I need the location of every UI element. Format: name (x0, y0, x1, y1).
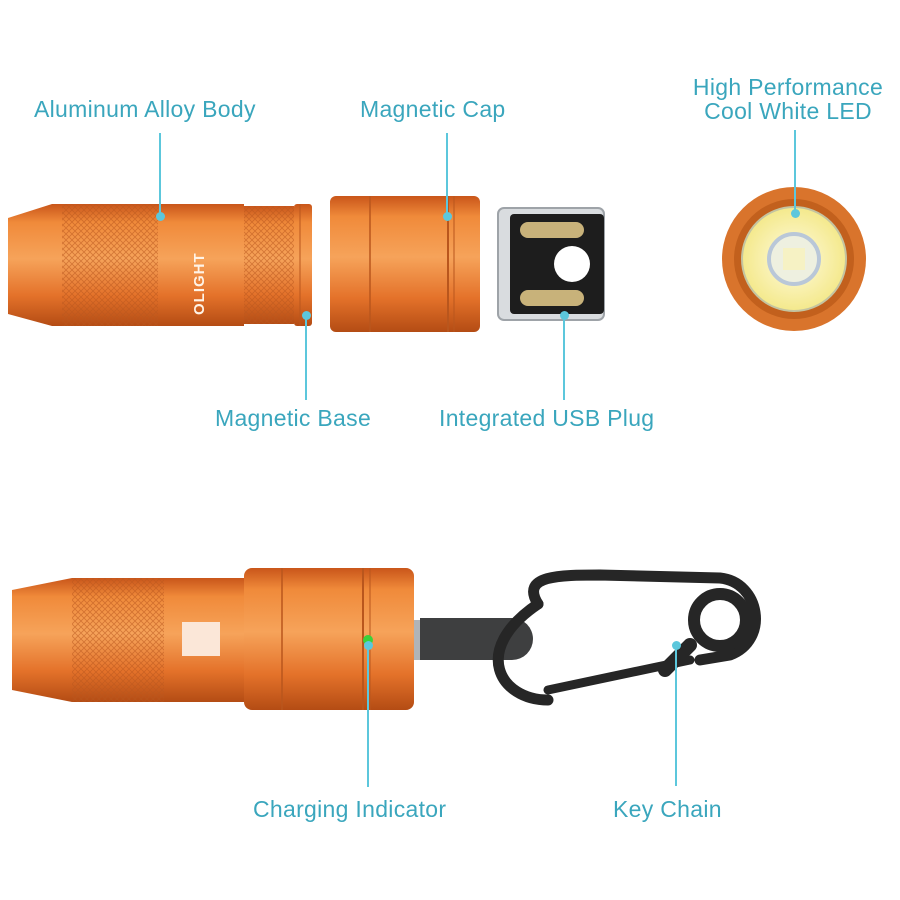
dot-magnetic-cap (443, 212, 452, 221)
dot-usb-plug (560, 311, 569, 320)
label-led-line1: High Performance (692, 74, 884, 100)
magnetic-cap (330, 196, 480, 332)
datamatrix-code (182, 622, 220, 656)
led-front-view (722, 187, 866, 331)
leader-magnetic-base (305, 316, 307, 400)
leader-led (794, 130, 796, 212)
label-charging-indicator: Charging Indicator (253, 796, 447, 822)
leader-key-chain (675, 646, 677, 786)
dot-magnetic-base (302, 311, 311, 320)
label-led: High Performance Cool White LED (676, 75, 900, 123)
leader-magnetic-cap (446, 133, 448, 215)
label-key-chain: Key Chain (613, 796, 722, 822)
label-usb-plug: Integrated USB Plug (439, 405, 655, 431)
leader-usb-plug (563, 316, 565, 400)
key-chain-clip (492, 569, 761, 706)
label-led-line2: Cool White LED (704, 98, 872, 124)
flashlight-assembled (12, 568, 533, 710)
leader-aluminum-body (159, 133, 161, 215)
usb-plug (497, 207, 605, 321)
leader-charging-indicator (367, 645, 369, 787)
label-magnetic-base: Magnetic Base (215, 405, 372, 431)
dot-key-chain (672, 641, 681, 650)
label-aluminum-body: Aluminum Alloy Body (34, 96, 256, 122)
flashlight-body-top (8, 204, 312, 326)
label-magnetic-cap: Magnetic Cap (360, 96, 506, 122)
dot-led (791, 209, 800, 218)
brand-logo: OLIGHT (191, 252, 208, 315)
dot-aluminum-body (156, 212, 165, 221)
dot-charging-indicator (364, 641, 373, 650)
